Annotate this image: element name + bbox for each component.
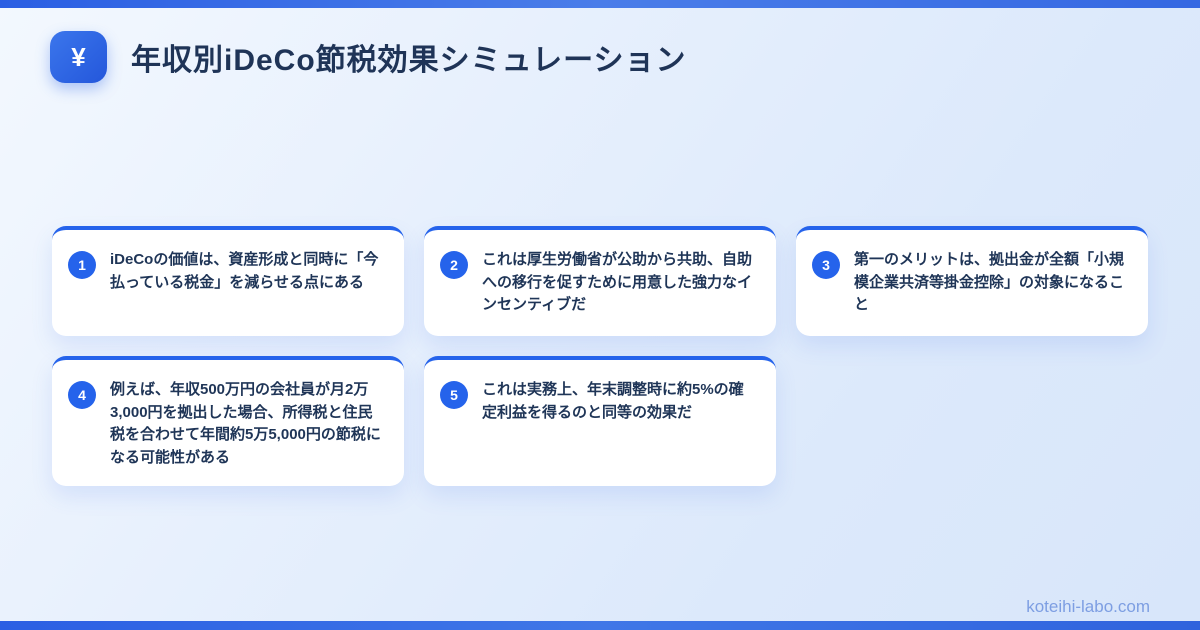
yen-icon: ¥ <box>50 31 107 83</box>
card-4-text: 例えば、年収500万円の会社員が月2万3,000円を拠出した場合、所得税と住民税… <box>110 381 381 466</box>
card-1: 1 iDeCoの価値は、資産形成と同時に「今払っている税金」を減らせる点にある <box>52 226 404 336</box>
card-2-number-badge: 2 <box>440 251 468 279</box>
card-1-number-badge: 1 <box>68 251 96 279</box>
card-3: 3 第一のメリットは、拠出金が全額「小規模企業共済等掛金控除」の対象になること <box>796 226 1148 336</box>
card-3-text: 第一のメリットは、拠出金が全額「小規模企業共済等掛金控除」の対象になること <box>854 251 1125 313</box>
cards-grid: 1 iDeCoの価値は、資産形成と同時に「今払っている税金」を減らせる点にある … <box>52 226 1148 486</box>
card-5: 5 これは実務上、年末調整時に約5%の確定利益を得るのと同等の効果だ <box>424 356 776 486</box>
bottom-accent-bar <box>0 621 1200 630</box>
card-2: 2 これは厚生労働省が公助から共助、自助への移行を促すために用意した強力なインセ… <box>424 226 776 336</box>
card-3-number-badge: 3 <box>812 251 840 279</box>
header: ¥ 年収別iDeCo節税効果シミュレーション <box>50 31 686 83</box>
watermark: koteihi-labo.com <box>1026 597 1150 616</box>
card-2-text: これは厚生労働省が公助から共助、自助への移行を促すために用意した強力なインセンテ… <box>482 251 753 313</box>
card-5-number-badge: 5 <box>440 381 468 409</box>
page-title: 年収別iDeCo節税効果シミュレーション <box>131 44 687 77</box>
card-4: 4 例えば、年収500万円の会社員が月2万3,000円を拠出した場合、所得税と住… <box>52 356 404 486</box>
card-4-number-badge: 4 <box>68 381 96 409</box>
top-accent-bar <box>0 0 1200 8</box>
yen-icon-glyph: ¥ <box>71 41 86 72</box>
card-1-text: iDeCoの価値は、資産形成と同時に「今払っている税金」を減らせる点にある <box>110 251 379 291</box>
card-5-text: これは実務上、年末調整時に約5%の確定利益を得るのと同等の効果だ <box>482 381 744 421</box>
